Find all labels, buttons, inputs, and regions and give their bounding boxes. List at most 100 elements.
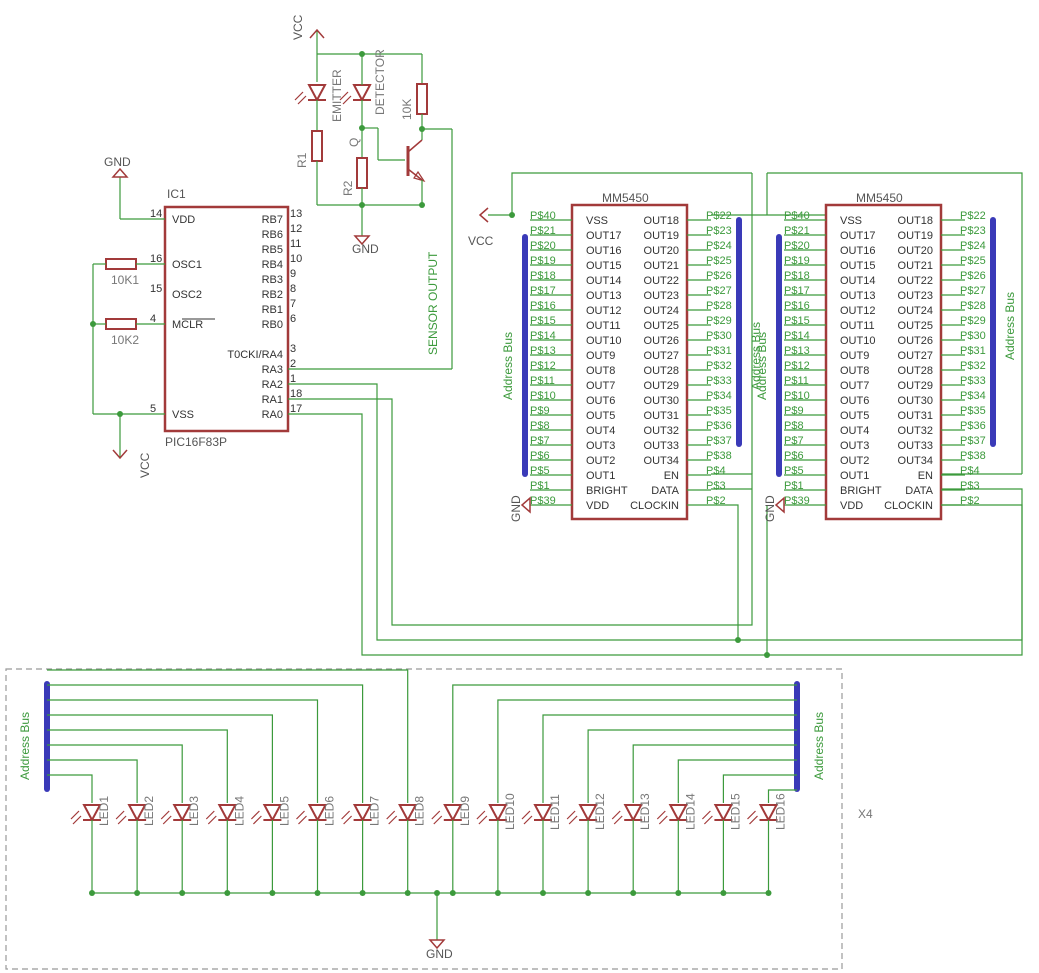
led: LED10 [476,699,797,896]
driver-pin-pad: P$7 [784,435,804,447]
driver-pin-pad: P$36 [706,420,732,432]
led-triangle [578,804,598,823]
driver-pin-name: OUT12 [586,305,621,317]
driver-pin-pad: P$38 [706,450,732,462]
driver-pin-pad: P$28 [706,300,732,312]
led-label: LED2 [142,796,156,826]
driver-pin-pad: P$33 [706,375,732,387]
r10k-label: 10K [400,99,414,120]
driver-pin-pad: P$29 [960,315,986,327]
led-array-frame [5,668,843,970]
led-ray [70,810,80,820]
driver-pin-name: OUT12 [840,305,875,317]
driver-pin-pad: P$40 [530,210,556,222]
driver-pin-pad: P$8 [530,420,550,432]
driver-pin-pad: P$8 [784,420,804,432]
driver-pin-pad: P$18 [530,270,556,282]
address-bus-label: Address Bus [755,332,769,400]
driver-pin-pad: P$23 [960,225,986,237]
driver-pin-name: OUT11 [840,320,875,332]
driver-pin-pad: P$15 [784,315,810,327]
led-ray [749,815,758,825]
driver-pin-pad: P$3 [706,480,726,492]
pic-pin-number: 7 [290,298,296,310]
driver-pin-pad: P$9 [784,405,804,417]
phototransistor [406,139,426,183]
driver-pin-name: OUT10 [586,335,621,347]
detector-label: DETECTOR [373,49,387,115]
driver-pin-name: OUT11 [586,320,621,332]
driver-pin-pad: P$13 [530,345,556,357]
pic-pin-number: 18 [290,388,302,400]
driver-pin-pad: P$22 [960,210,986,222]
driver-pin-name: OUT28 [898,365,933,377]
driver-pin-pad: P$21 [784,225,810,237]
driver-pin-name: OUT7 [586,380,615,392]
driver-pin-pad: P$17 [530,285,556,297]
driver-pin-name: OUT5 [840,410,869,422]
led-ray [566,810,576,820]
pic-pin-number: 14 [150,208,162,220]
gnd-label-pic: GND [104,155,131,169]
driver-pin-pad: P$14 [530,330,556,342]
led-ray [476,810,486,820]
led: LED9 [431,684,797,896]
driver-pin-name: VDD [840,500,863,512]
pic-pin-name: RA1 [262,394,283,406]
driver-pin-name: OUT10 [840,335,875,347]
led-label: LED13 [638,793,652,830]
driver-pin-pad: P$23 [706,225,732,237]
driver-pin-name: OUT26 [644,335,679,347]
driver-pin-name: OUT25 [898,320,933,332]
pic-pin-number: 2 [290,358,296,370]
led-bus-wire [47,669,409,803]
array-label: X4 [858,807,873,821]
driver-pin-pad: P$21 [530,225,556,237]
driver-pin-name: DATA [651,485,679,497]
driver-pin-name: OUT15 [586,260,621,272]
led: LED3 [47,744,201,896]
driver-pin-name: OUT29 [644,380,679,392]
driver-pin-name: VSS [586,215,608,227]
led-bus-wire [47,714,273,803]
driver-pin-pad: P$38 [960,450,986,462]
driver-pin-name: OUT8 [840,365,869,377]
led-label: LED5 [277,796,291,826]
driver-pin-name: OUT15 [840,260,875,272]
led-label: LED12 [593,793,607,830]
pic-pin-name: RB0 [262,319,283,331]
driver-pin-name: OUT18 [898,215,933,227]
driver-pin-pad: P$26 [960,270,986,282]
led-ray [747,810,756,820]
led-ray [703,815,713,825]
pic-pin-name: RB3 [262,274,283,286]
pic-part: PIC16F83P [165,435,227,449]
pic-pin-name: RB2 [262,289,283,301]
driver-pin-name: OUT23 [644,290,679,302]
gnd-label-driver1: GND [509,495,523,522]
led-ray [250,810,260,820]
pic-pin-name: OSC2 [172,289,202,301]
led-ray [117,815,127,825]
pic-pin-number: 12 [290,223,302,235]
vcc-label-pic: VCC [138,452,152,478]
driver-pin-pad: P$14 [784,330,810,342]
driver-pin-pad: P$24 [706,240,732,252]
led-bus-wire [767,789,797,803]
led-triangle [352,804,373,823]
driver-pin-name: OUT20 [644,245,679,257]
driver-pin-name: OUT16 [840,245,875,257]
driver-pin-pad: P$9 [530,405,550,417]
led-ray [523,815,533,825]
led-label: LED4 [232,796,246,826]
driver-pin-pad: P$39 [530,495,556,507]
led-bus-wire [47,774,93,803]
driver-pin-name: OUT28 [644,365,679,377]
led-ray [205,810,215,820]
driver-pin-pad: P$24 [960,240,986,252]
led: LED12 [566,729,797,896]
led-bus-wire [542,714,797,803]
